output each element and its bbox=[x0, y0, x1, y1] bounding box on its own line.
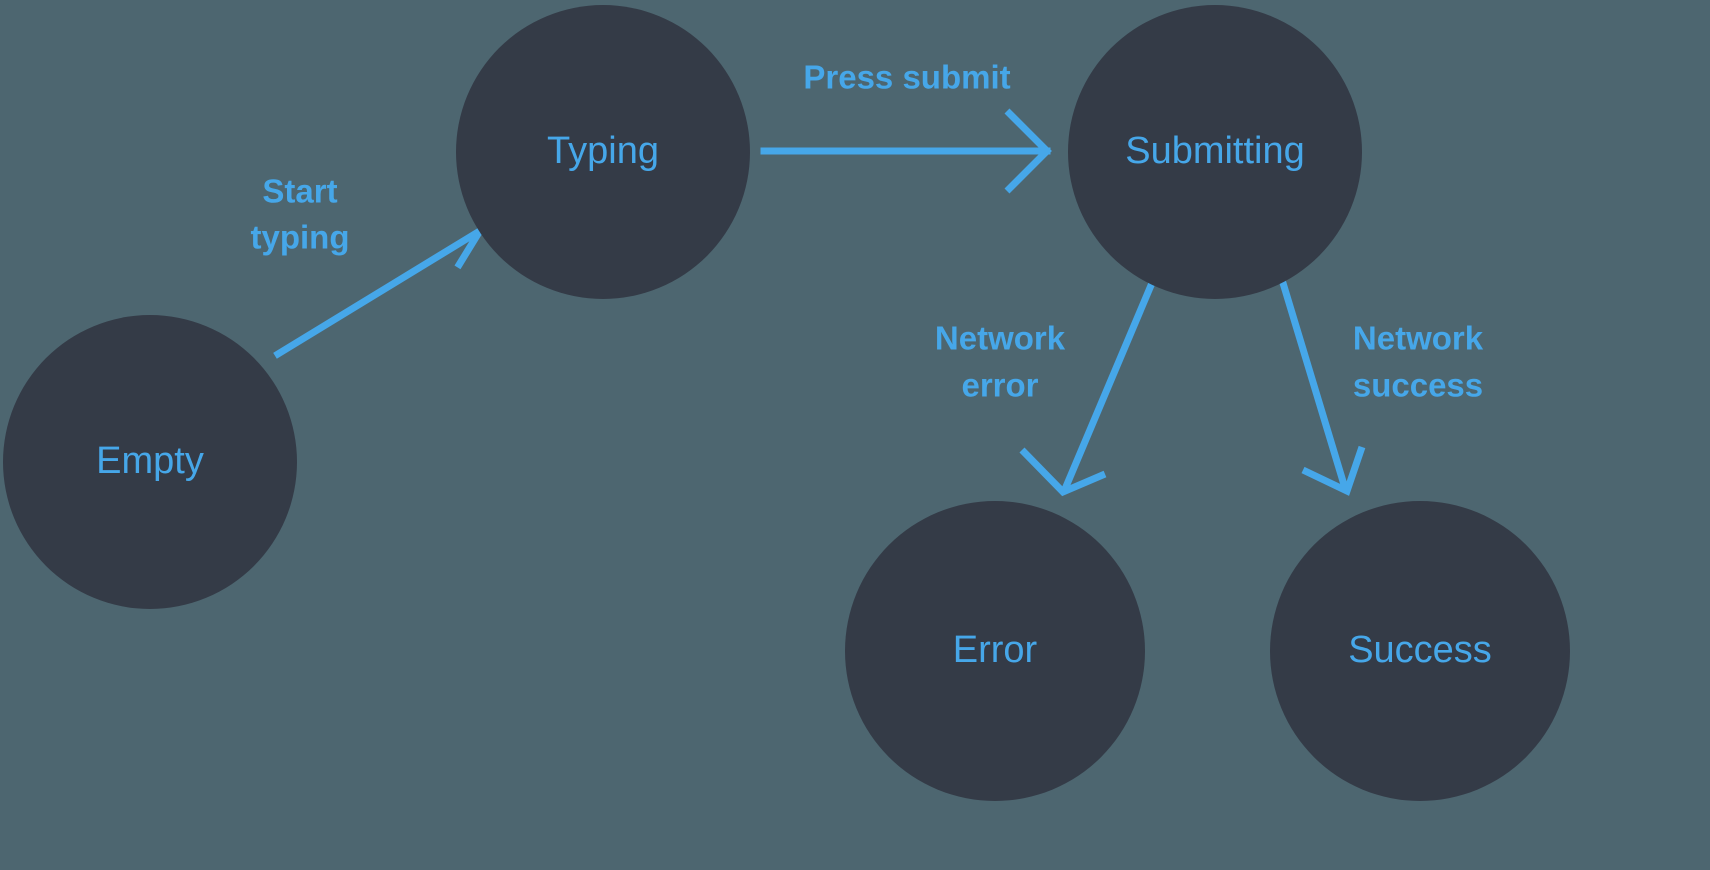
edge-network-success bbox=[1278, 278, 1366, 496]
node-error-label: Error bbox=[953, 629, 1038, 671]
edge-network-error-line bbox=[1060, 278, 1157, 494]
node-submitting[interactable]: Submitting bbox=[1068, 5, 1362, 299]
node-empty[interactable]: Empty bbox=[3, 315, 297, 609]
edge-label-network-error-line2: error bbox=[961, 367, 1038, 404]
node-submitting-label: Submitting bbox=[1125, 130, 1305, 172]
node-typing[interactable]: Typing bbox=[456, 5, 750, 299]
edge-network-success-arrowhead bbox=[1301, 445, 1366, 496]
node-success-circle[interactable] bbox=[1270, 501, 1570, 801]
edge-label-network-success-line1: Network bbox=[1353, 320, 1484, 357]
node-error[interactable]: Error bbox=[845, 501, 1145, 801]
edge-label-network-error-line1: Network bbox=[935, 320, 1066, 357]
node-success-label: Success bbox=[1348, 629, 1492, 671]
edge-start-typing-line bbox=[273, 227, 483, 359]
node-empty-label: Empty bbox=[96, 440, 204, 482]
edge-network-error-arrowhead bbox=[1019, 447, 1107, 497]
edge-press-submit-arrowhead bbox=[1004, 108, 1052, 194]
edge-network-error bbox=[1019, 278, 1157, 497]
node-typing-label: Typing bbox=[547, 130, 659, 172]
edge-label-network-success-line2: success bbox=[1353, 367, 1483, 404]
edge-press-submit bbox=[760, 108, 1052, 194]
node-empty-circle[interactable] bbox=[3, 315, 297, 609]
edge-label-start-typing-line2: typing bbox=[251, 219, 350, 256]
node-typing-circle[interactable] bbox=[456, 5, 750, 299]
edge-label-start-typing-line1: Start bbox=[262, 173, 337, 210]
node-submitting-circle[interactable] bbox=[1068, 5, 1362, 299]
node-error-circle[interactable] bbox=[845, 501, 1145, 801]
edge-label-press-submit: Press submit bbox=[803, 59, 1010, 96]
node-success[interactable]: Success bbox=[1270, 501, 1570, 801]
edge-network-success-line bbox=[1278, 278, 1350, 493]
